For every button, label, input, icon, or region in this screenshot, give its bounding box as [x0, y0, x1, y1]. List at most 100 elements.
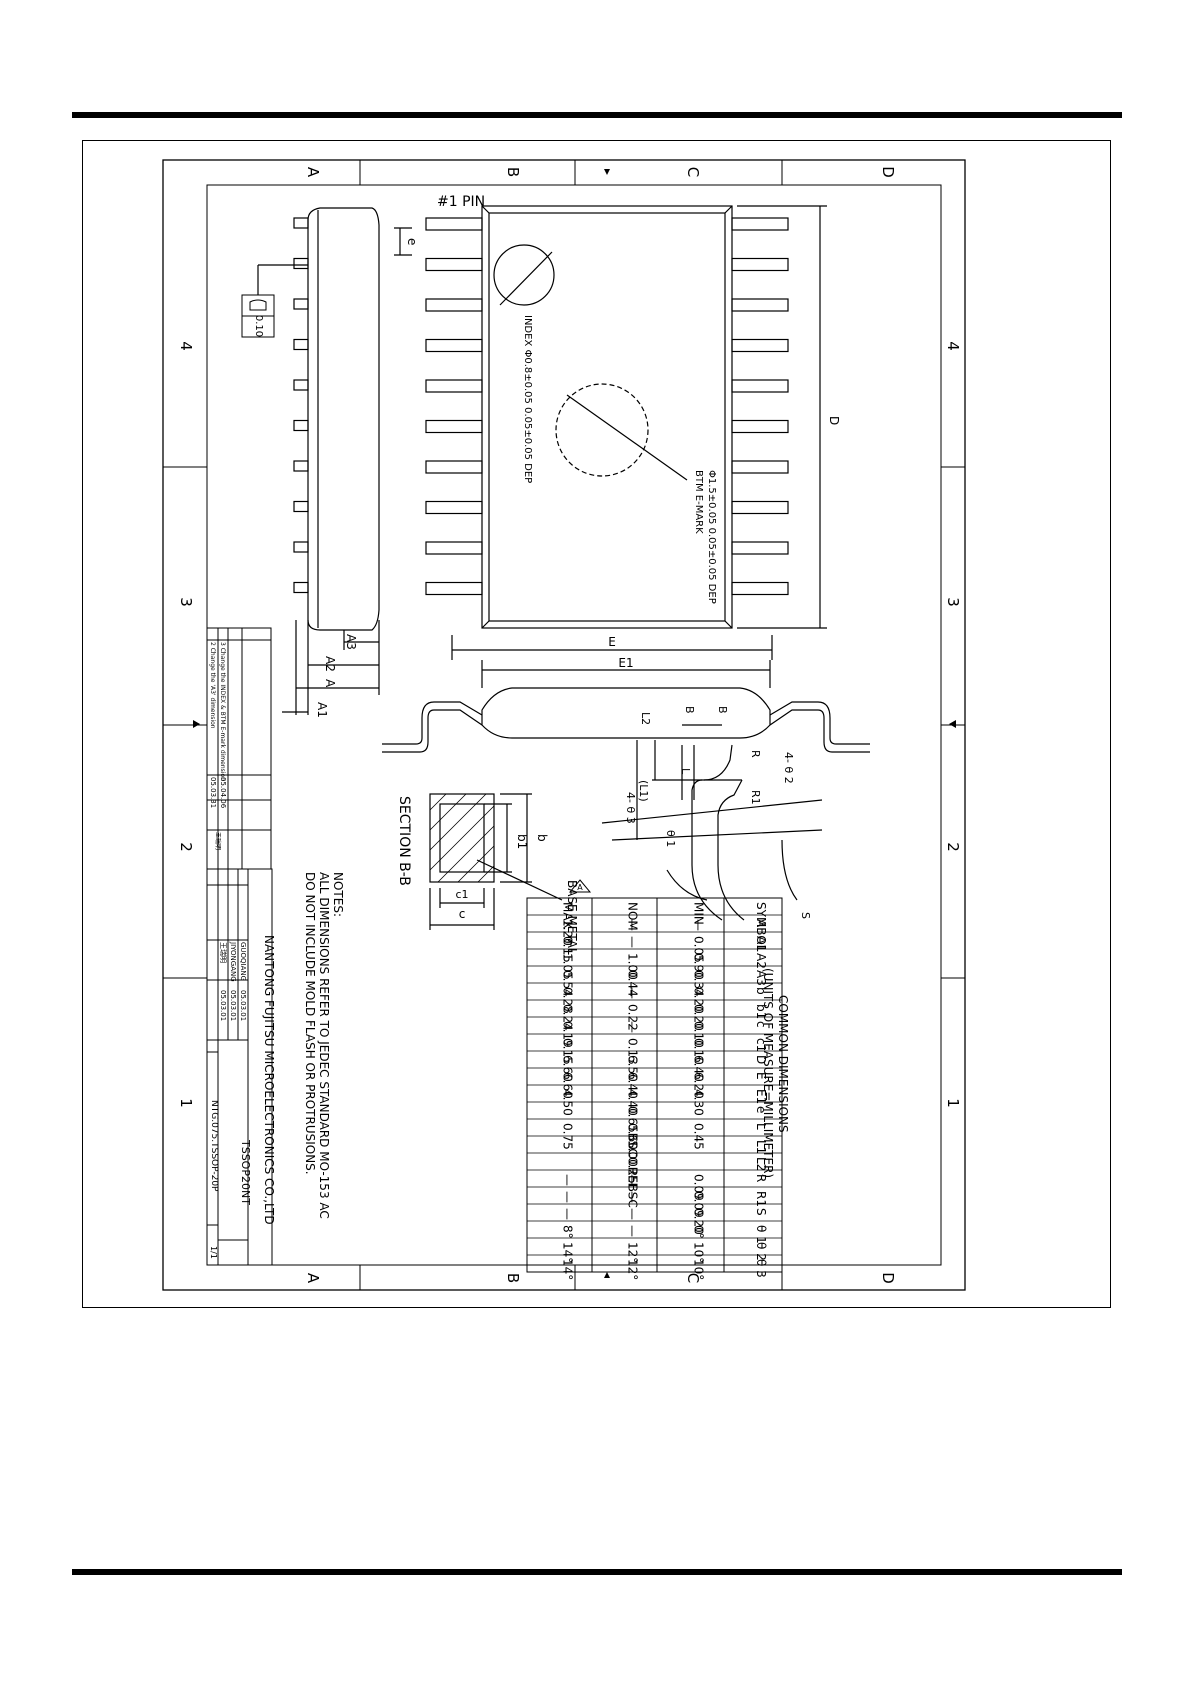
- table-cell: S: [754, 1208, 768, 1216]
- rev-triangle: A: [568, 879, 592, 893]
- lead-b-1: B: [683, 706, 696, 714]
- checker-name: JIYONGANG: [229, 941, 237, 982]
- zone-top-a: A: [304, 167, 322, 178]
- dim-label-a3: A3: [344, 634, 358, 650]
- table-cell: 1.20: [561, 919, 575, 946]
- side-view: [257, 207, 380, 715]
- table-cell: 0.75: [561, 1123, 575, 1150]
- top-lead-right: [731, 541, 789, 555]
- lead-l: L: [679, 768, 692, 775]
- lead-r1: R1: [749, 790, 762, 805]
- zone-right-4: 4: [944, 341, 962, 351]
- table-cell: 6.60: [561, 1055, 575, 1082]
- dim-label-e: e: [405, 238, 419, 245]
- top-lead-left: [425, 298, 483, 312]
- table-cell: A3: [754, 970, 768, 986]
- table-cell: 0.10: [692, 1038, 706, 1065]
- table-cell: 0.15: [561, 1038, 575, 1065]
- table-cell: 0.44: [626, 970, 640, 997]
- dim-label-e1: E1: [618, 656, 633, 670]
- table-cell: 1.05: [561, 953, 575, 980]
- table-cell: θ 3: [754, 1259, 768, 1278]
- bottom-rule: [72, 1569, 1122, 1575]
- table-cell: 0.28: [561, 987, 575, 1014]
- table-cell: D: [754, 1055, 768, 1064]
- table-cell: b: [754, 987, 768, 995]
- table-cell: 0.22: [626, 1004, 640, 1031]
- table-cell: 10°: [692, 1259, 706, 1280]
- table-cell: —: [561, 1174, 575, 1186]
- approve-date: 05.03.01: [219, 990, 227, 1021]
- side-lead: [293, 379, 309, 391]
- table-cell: A1: [754, 936, 768, 952]
- dim-label-a: A: [323, 679, 337, 688]
- dim-label-e-big: E: [608, 635, 616, 649]
- table-cell: 14°: [561, 1242, 575, 1263]
- emark-note-2: BTM E-MARK: [693, 470, 704, 534]
- section-b1: b1: [515, 834, 529, 849]
- top-rule: [72, 112, 1122, 118]
- table-cell: 0.13: [626, 1038, 640, 1065]
- lead-l2: L2: [639, 712, 652, 725]
- notes-title: NOTES:: [331, 872, 345, 917]
- table-cell: —: [561, 1191, 575, 1203]
- top-lead-left: [425, 500, 483, 515]
- table-cell: L1: [754, 1140, 768, 1154]
- table-cell: —: [626, 1208, 640, 1220]
- table-cell: A2: [754, 953, 768, 969]
- zone-top-c: C: [684, 167, 702, 177]
- side-lead: [293, 217, 309, 229]
- zone-left-3: 3: [177, 597, 195, 607]
- table-cell: 6.40: [626, 1072, 640, 1099]
- side-lead: [293, 581, 309, 594]
- table-cell: —: [561, 1208, 575, 1220]
- top-lead-left: [425, 379, 483, 393]
- center-arrows: [193, 169, 956, 1278]
- table-cell: b1: [754, 1004, 768, 1019]
- lead-b-2: B: [716, 706, 729, 714]
- section-title: SECTION B-B: [396, 796, 412, 886]
- table-cell: c1: [754, 1038, 768, 1052]
- table-cell: R1: [754, 1191, 768, 1207]
- flatness-value: 0.10: [253, 315, 264, 337]
- table-cell: 10°: [692, 1242, 706, 1263]
- table-cell: 4.50: [561, 1089, 575, 1116]
- lead-l1: (L1): [637, 780, 650, 802]
- revision-approver: 王瑞明: [214, 832, 222, 850]
- table-cell: 6.60: [561, 1072, 575, 1099]
- top-lead-right: [731, 460, 789, 474]
- table-cell: —: [626, 919, 640, 931]
- side-lead: [293, 298, 309, 310]
- company-name: NANTONG FUJITSU MICROELECTRONICS CO.,LTD: [262, 935, 276, 1225]
- top-lead-right: [731, 338, 789, 353]
- zone-bottom-b: B: [504, 1273, 522, 1283]
- table-cell: R: [754, 1174, 768, 1182]
- drawing-frame: [82, 140, 1111, 1308]
- table-cell: 0.25BSC: [626, 1157, 640, 1208]
- rev-mark: A: [577, 883, 583, 892]
- top-view: [394, 205, 827, 660]
- table-cell: 1.00: [626, 953, 640, 980]
- emark-note-1: Φ1.5±0.05 0.05±0.05 DEP: [706, 470, 717, 604]
- table-cell: 0.24: [561, 1004, 575, 1031]
- table-header: NOM: [626, 902, 640, 931]
- lead-r: R: [749, 750, 762, 758]
- table-cell: 0.09: [692, 1191, 706, 1218]
- table-cell: 0.05: [692, 936, 706, 963]
- table-cell: 6.20: [692, 1072, 706, 1099]
- top-lead-left: [425, 460, 483, 474]
- zone-right-1: 1: [944, 1098, 962, 1108]
- lead-theta1: θ 1: [664, 830, 677, 847]
- index-note: INDEX Φ0.8±0.05 0.05±0.05 DEP: [522, 315, 533, 483]
- table-title-2: (UNITS OF MEASURE=MILLIMETER): [761, 968, 775, 1178]
- table-cell: —: [626, 1021, 640, 1033]
- top-lead-left: [425, 541, 483, 555]
- table-cell: —: [626, 1191, 640, 1203]
- table-cell: —: [626, 1225, 640, 1237]
- top-lead-left: [425, 581, 483, 596]
- top-lead-right: [731, 581, 789, 596]
- end-view: [382, 660, 870, 753]
- zone-bottom-c: C: [684, 1273, 702, 1283]
- zone-right-3: 3: [944, 597, 962, 607]
- zone-top-d: D: [879, 166, 897, 178]
